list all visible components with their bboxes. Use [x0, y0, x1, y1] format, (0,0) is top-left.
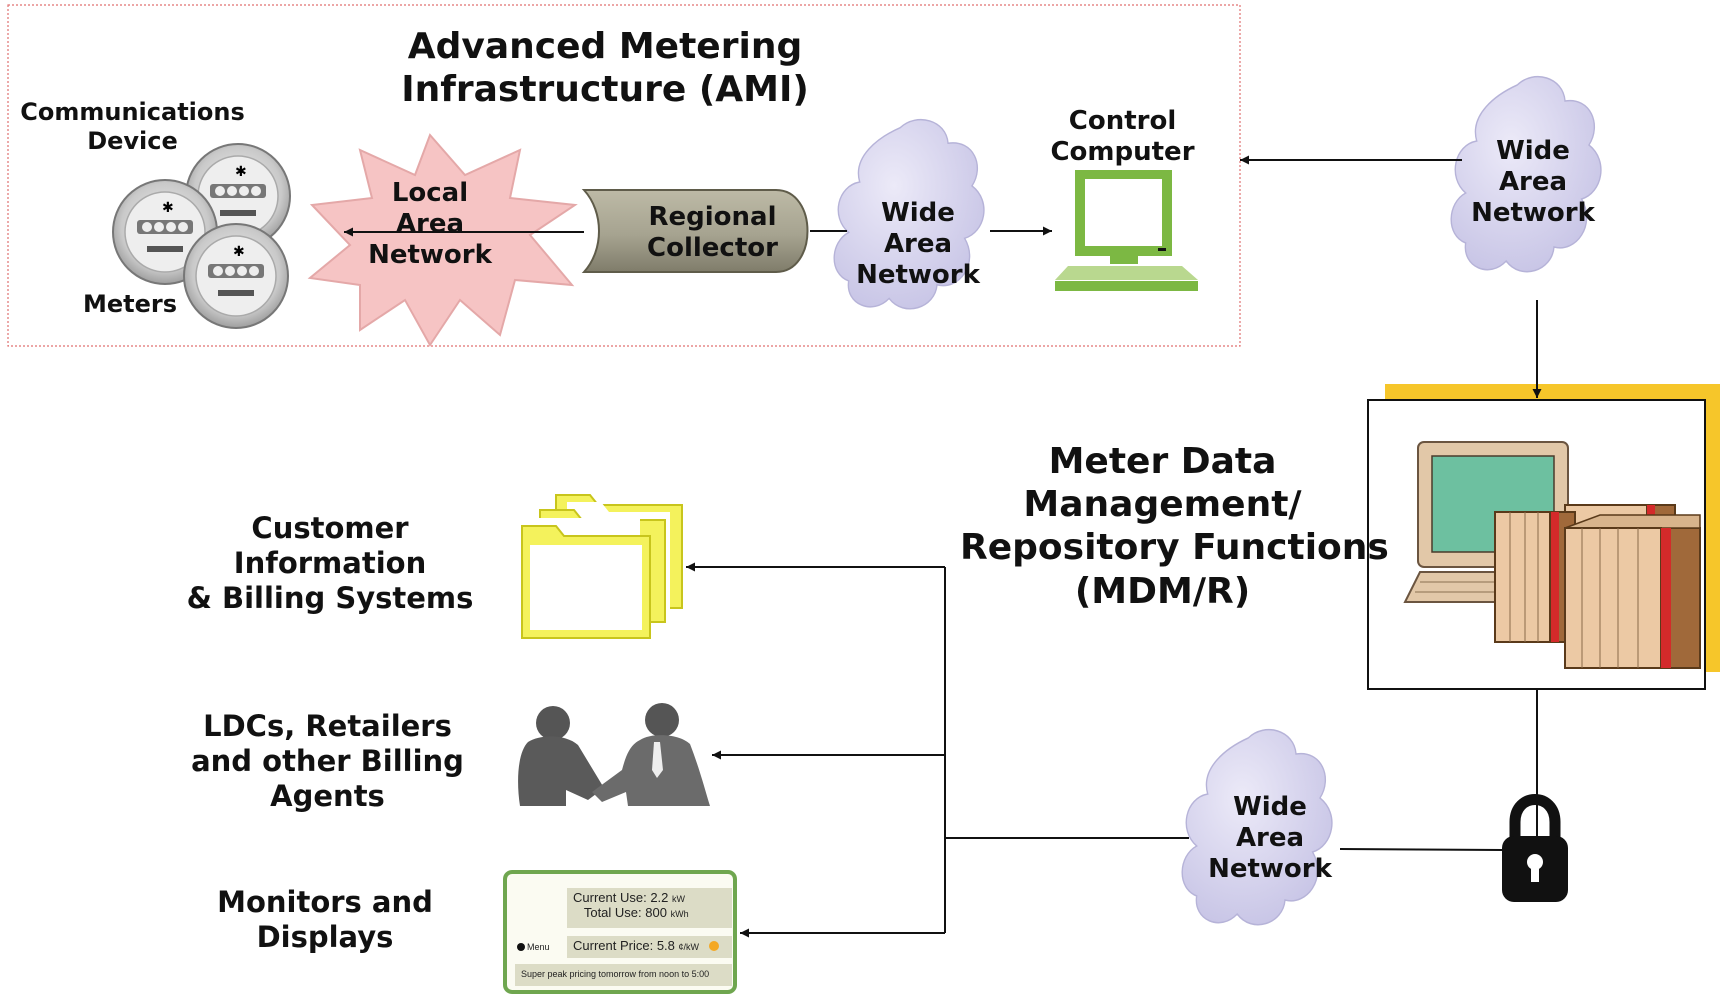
svg-text:✱: ✱: [233, 244, 245, 260]
lan-label: Local Area Network: [368, 178, 492, 271]
wan-label-ami: Wide Area Network: [856, 198, 980, 291]
price-readout: Current Price: 5.8 ¢/kW: [567, 936, 732, 958]
svg-text:✱: ✱: [235, 164, 247, 180]
mdm-label: Meter Data Management/ Repository Functi…: [960, 441, 1389, 612]
in-home-display: Current Use: 2.2 kW Total Use: 800 kWh M…: [503, 870, 737, 994]
control-computer-icon: [1055, 170, 1198, 291]
price-indicator-icon: [709, 941, 720, 951]
ami-boundary: [7, 4, 1241, 347]
pricing-message: Super peak pricing tomorrow from noon to…: [515, 964, 732, 986]
regional-collector-label: Regional Collector: [647, 202, 778, 264]
wan-label-right: Wide Area Network: [1471, 136, 1595, 229]
ldc-label: LDCs, Retailers and other Billing Agents: [191, 709, 464, 813]
folders-icon: [521, 494, 683, 639]
wan-label-bottom: Wide Area Network: [1208, 792, 1332, 885]
regional-collector-icon: [581, 189, 809, 273]
handshake-icon: [518, 703, 710, 806]
lan-burst-icon: [307, 133, 578, 347]
comm-device-label: Communications Device: [20, 98, 245, 155]
lock-icon: [1502, 794, 1568, 902]
usage-readout: Current Use: 2.2 kW Total Use: 800 kWh: [567, 888, 732, 928]
meters-icon: ✱ ✱ ✱: [112, 143, 291, 329]
connectors: [344, 155, 1542, 938]
mainframe-icon: [1403, 441, 1701, 669]
svg-text:✱: ✱: [162, 200, 174, 216]
meters-label: Meters: [82, 290, 178, 318]
menu-button[interactable]: Menu: [517, 942, 550, 952]
monitors-label: Monitors and Displays: [217, 885, 433, 954]
menu-dot-icon: [517, 943, 525, 951]
cis-label: Customer Information & Billing Systems: [186, 511, 474, 615]
ami-title: Advanced Metering Infrastructure (AMI): [401, 26, 809, 111]
control-computer-label: Control Computer: [1050, 106, 1195, 168]
